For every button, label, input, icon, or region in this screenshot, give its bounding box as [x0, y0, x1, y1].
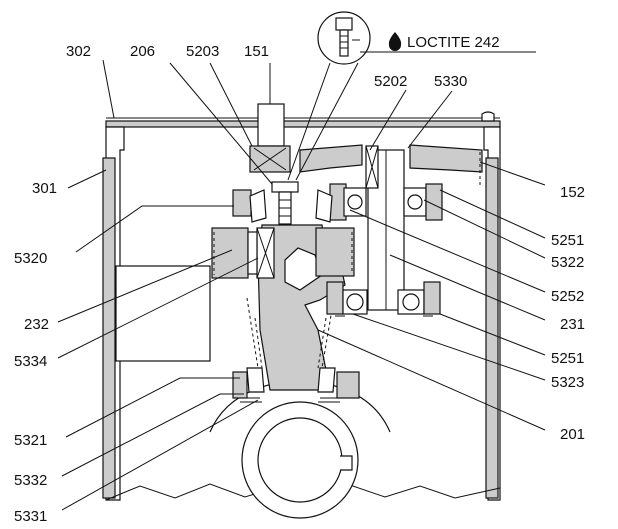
lower-bore	[209, 379, 391, 519]
housing	[102, 111, 501, 501]
label-5331: 5331	[14, 508, 47, 525]
callout-bolt-head	[335, 17, 353, 31]
label-152: 152	[560, 184, 585, 201]
label-231: 231	[560, 316, 585, 333]
right-wall-section	[485, 157, 499, 499]
cover-bolt	[481, 111, 495, 122]
label-5203: 5203	[186, 43, 219, 60]
label-5251-upper: 5251	[551, 232, 584, 249]
callout-bolt-shank	[339, 29, 349, 57]
label-5332: 5332	[14, 472, 47, 489]
label-301: 301	[32, 180, 57, 197]
label-151: 151	[244, 43, 269, 60]
label-302: 302	[66, 43, 91, 60]
upper-right-bearings	[329, 183, 443, 221]
label-5251-lower: 5251	[551, 350, 584, 367]
left-wall-section	[102, 157, 116, 499]
top-cover-plate	[105, 120, 501, 128]
center-bolt-206	[271, 181, 299, 225]
leader-lines	[57, 59, 546, 511]
lower-right-bearings	[326, 281, 441, 317]
taper-guides	[246, 297, 335, 369]
loctite-note: LOCTITE 242	[407, 34, 500, 51]
drop-icon	[388, 32, 402, 51]
pinion-151	[249, 103, 291, 173]
upper-tapered-bearings	[232, 189, 333, 223]
gear-232	[211, 227, 275, 279]
label-5252: 5252	[551, 288, 584, 305]
label-232: 232	[24, 316, 49, 333]
label-5202: 5202	[374, 73, 407, 90]
loctite-callout: LOCTITE 242	[287, 11, 536, 181]
label-5321: 5321	[14, 432, 47, 449]
label-206: 206	[130, 43, 155, 60]
label-5334: 5334	[14, 353, 47, 370]
label-5322: 5322	[551, 254, 584, 271]
label-5323: 5323	[551, 374, 584, 391]
part-labels: 302 206 5203 151 5202 5330 301 152 5320 …	[14, 43, 585, 525]
label-5330: 5330	[434, 73, 467, 90]
seal-5202	[365, 145, 379, 189]
gear-231	[315, 227, 355, 277]
side-block	[115, 265, 211, 362]
label-201: 201	[560, 426, 585, 443]
label-5320: 5320	[14, 250, 47, 267]
gear-152	[299, 144, 483, 173]
